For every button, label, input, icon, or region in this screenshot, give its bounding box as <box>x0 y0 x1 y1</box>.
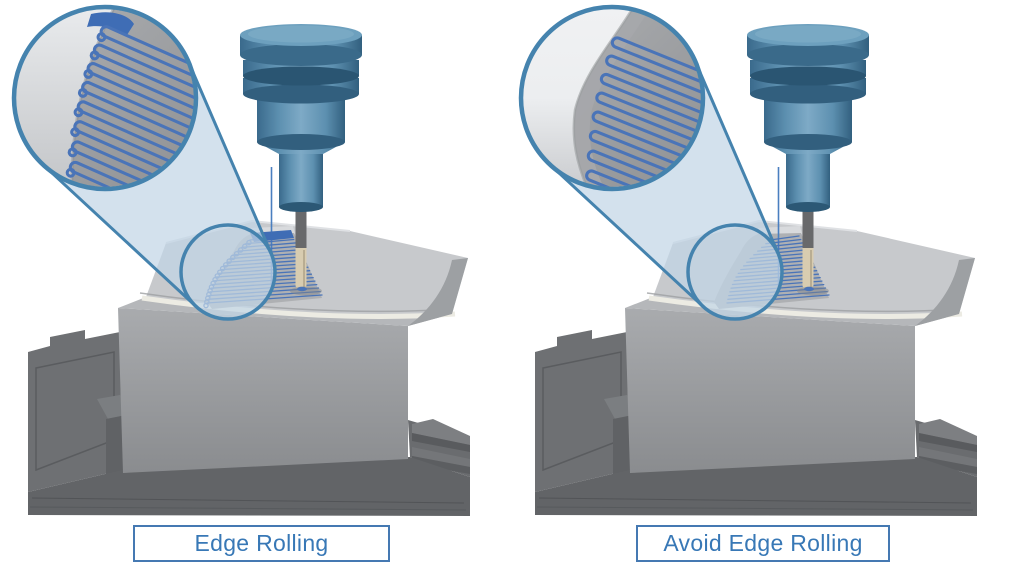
toolpath-pass <box>599 72 701 129</box>
caption-label: Edge Rolling <box>194 530 329 556</box>
magnified-toolpath-loops-over-edge <box>65 25 194 187</box>
caption-label: Avoid Edge Rolling <box>663 530 863 556</box>
toolpath-pass <box>67 147 78 158</box>
magnifier-circle <box>11 4 199 192</box>
magnifier-circle <box>518 4 706 192</box>
scene-edge-rolling <box>11 4 470 516</box>
magnifier-content <box>523 9 701 187</box>
toolpath-pass <box>65 167 76 178</box>
toolpath-pass <box>605 54 701 112</box>
toolpath-pass <box>586 149 689 187</box>
toolpath-pass <box>96 32 107 43</box>
toolpath-pass <box>588 129 697 182</box>
toolpath-pass <box>585 169 682 187</box>
toolpath-pass <box>769 235 800 241</box>
toolpath-pass <box>595 91 701 147</box>
magnified-top-cap <box>87 12 134 35</box>
toolpath-pass <box>70 127 81 138</box>
scene-avoid-edge-rolling <box>518 4 977 516</box>
caption-box-edge-rolling: Edge Rolling <box>133 525 390 562</box>
magnified-toolpath-stops-before-edge <box>585 36 701 187</box>
toolpath-pass <box>89 50 100 61</box>
magnifier-content <box>16 9 194 187</box>
toolpath-pass <box>591 110 701 165</box>
toolpath-pass <box>73 107 84 118</box>
toolpath-pass <box>77 87 88 98</box>
toolpath-pass <box>83 69 94 79</box>
caption-box-avoid-edge-rolling: Avoid Edge Rolling <box>636 525 890 562</box>
toolpath-pass <box>610 36 701 94</box>
